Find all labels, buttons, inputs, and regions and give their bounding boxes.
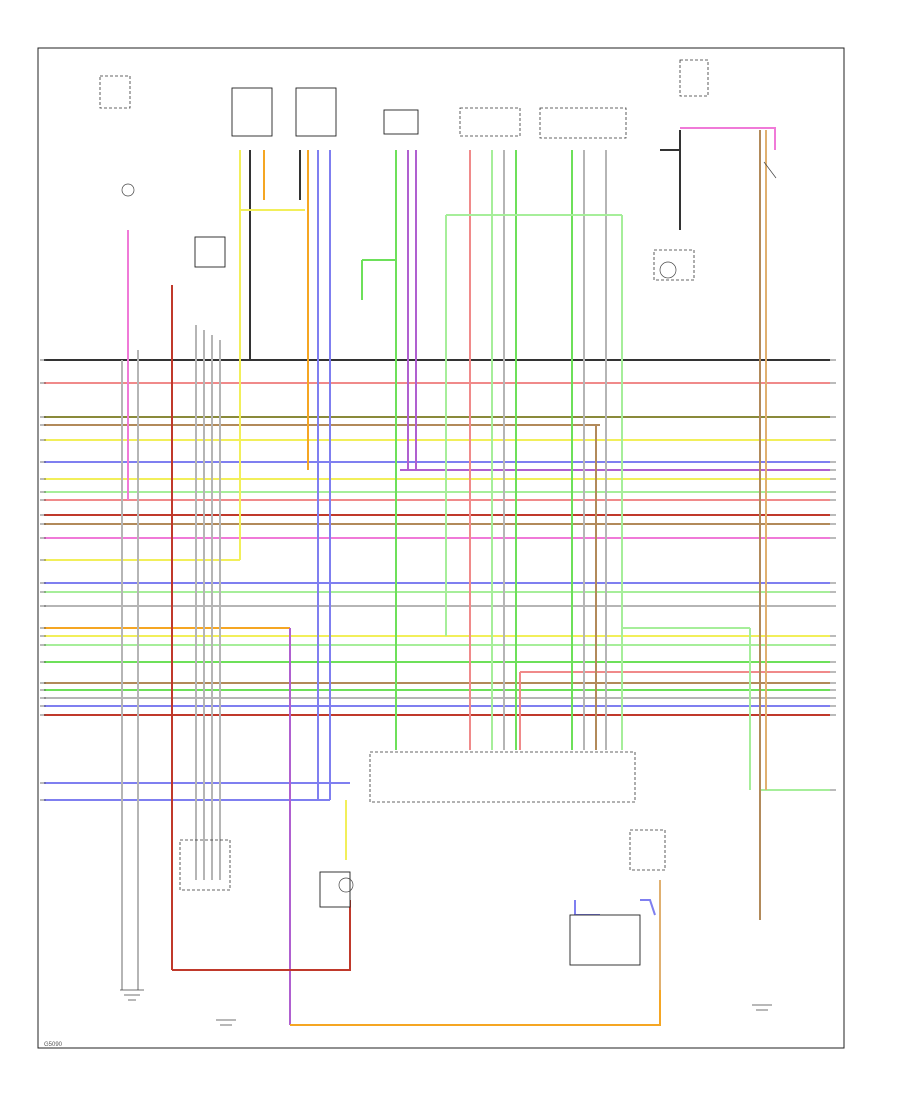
connector-wire-1 — [290, 990, 661, 1026]
fuse-box-top-left — [99, 75, 131, 109]
ground-connector-block — [179, 839, 231, 891]
speed-sensor — [569, 914, 641, 966]
diagram-frame — [37, 47, 845, 1049]
switch-contact-right — [763, 161, 777, 179]
transmission-sensor — [319, 871, 351, 908]
relay-coil-symbol — [659, 261, 677, 279]
ground-symbol-right — [752, 1004, 772, 1011]
connector-wire-9 — [660, 130, 681, 151]
connector-wire-2 — [172, 900, 351, 971]
relay-module-1 — [231, 87, 273, 137]
switch-symbol-left — [121, 183, 135, 197]
connector-wire-6 — [574, 900, 600, 916]
ground-symbol-left — [120, 989, 144, 1001]
diagram-code: G5090 — [44, 1042, 63, 1048]
fuse-box-top-right — [679, 59, 709, 97]
right-sensor-connector — [629, 829, 666, 871]
connector-wire-0 — [680, 127, 776, 150]
wire-layer — [44, 127, 830, 1026]
sensor-connector-2 — [539, 107, 627, 139]
control-module — [194, 236, 226, 268]
junction-block — [383, 109, 419, 135]
label-tick-layer — [40, 359, 836, 801]
sensor-connector-1 — [459, 107, 521, 137]
relay-module-2 — [295, 87, 337, 137]
component-layer — [99, 59, 777, 1026]
control-unit — [369, 751, 636, 803]
connector-wire-7 — [640, 899, 656, 916]
ground-symbol-center — [216, 1019, 236, 1026]
relay-right — [653, 249, 695, 281]
sensor-coil-symbol — [338, 877, 354, 893]
